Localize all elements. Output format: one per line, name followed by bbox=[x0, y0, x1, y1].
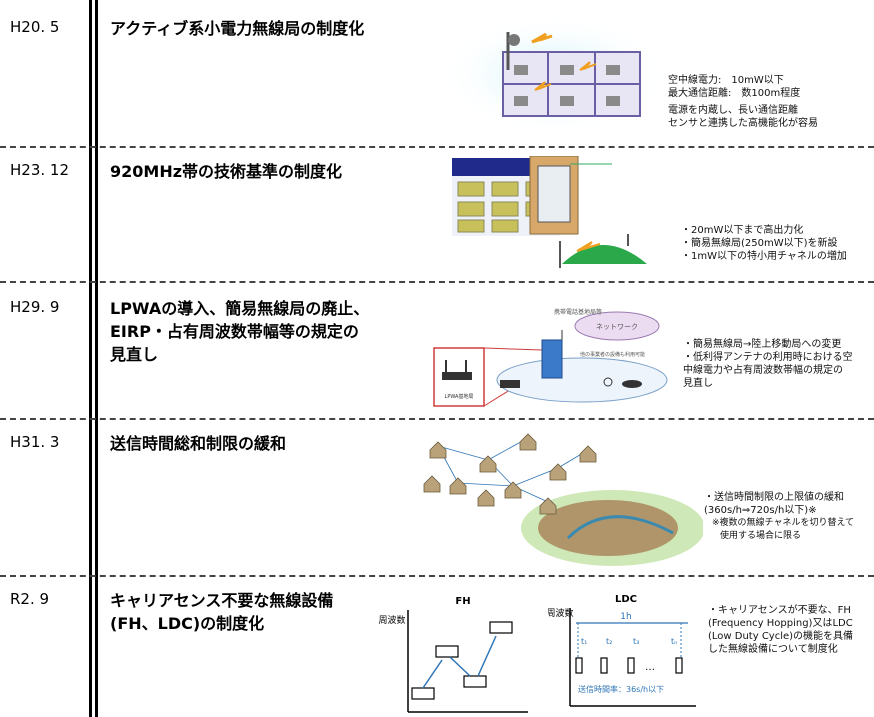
fh-y-label: 周波数 bbox=[378, 614, 405, 626]
row-separator bbox=[0, 418, 874, 420]
ldc-rate-label: 送信時間率：36s/h以下 bbox=[578, 684, 664, 694]
row-title: 920MHz帯の技術基準の制度化 bbox=[110, 162, 343, 181]
row-notes: 空中線電力: 10mW以下 最大通信距離: 数100m程度 電源を内蔵し、長い通… bbox=[668, 75, 818, 129]
lpwa-network-illustration: ネットワーク LPWA基地局 携帯電話基地局等 他の事業者の設備も利用可能 bbox=[433, 308, 668, 407]
ldc-diagram: LDC 周波数 1h t₁ t₂ t₃ tₙ … 送信時間率：36s/h以下 bbox=[548, 594, 696, 707]
svg-text:tₙ: tₙ bbox=[671, 637, 677, 646]
fig-label-mobile-base: 携帯電話基地局等 bbox=[554, 308, 602, 316]
ldc-transmit-block bbox=[675, 657, 683, 674]
920mhz-illustration bbox=[452, 156, 647, 268]
row-title: キャリアセンス不要な無線設備 (FH、LDC)の制度化 bbox=[110, 591, 334, 633]
ldc-transmit-block bbox=[627, 657, 635, 674]
svg-text:t₂: t₂ bbox=[606, 637, 612, 646]
row-separator bbox=[0, 575, 874, 577]
row-date: R2. 9 bbox=[10, 590, 50, 608]
fh-title: FH bbox=[455, 596, 470, 607]
row-date: H29. 9 bbox=[10, 298, 60, 316]
ldc-transmit-block bbox=[600, 657, 608, 674]
row-title: 送信時間総和制限の緩和 bbox=[110, 434, 287, 453]
svg-text:…: … bbox=[645, 662, 655, 673]
svg-text:t₃: t₃ bbox=[633, 637, 639, 646]
active-radio-illustration bbox=[440, 15, 670, 135]
row-notes: ・簡易無線局→陸上移動局への変更 ・低利得アンテナの利用時における空 中線電力や… bbox=[683, 339, 853, 389]
fh-diagram: FH 周波数 bbox=[378, 596, 528, 713]
svg-text:t₁: t₁ bbox=[581, 637, 587, 646]
row-notes: ・20mW以下まで高出力化 ・簡易無線局(250mW以下)を新設 ・1mW以下の… bbox=[681, 225, 847, 262]
ldc-period-label: 1h bbox=[620, 612, 631, 622]
ldc-y-label: 周波数 bbox=[548, 607, 574, 619]
fig-label-network: ネットワーク bbox=[596, 323, 638, 331]
ldc-transmit-block bbox=[575, 657, 583, 674]
row-date: H31. 3 bbox=[10, 433, 60, 451]
fh-hop-block bbox=[489, 621, 513, 634]
fh-hop-block bbox=[435, 645, 459, 658]
fh-hop-block bbox=[463, 675, 487, 688]
row-notes: ・キャリアセンスが不要な、FH (Frequency Hopping)又はLDC… bbox=[708, 605, 854, 655]
divider-right bbox=[95, 0, 98, 717]
row-date: H23. 12 bbox=[10, 161, 69, 179]
mesh-houses-illustration bbox=[423, 433, 703, 566]
ldc-title: LDC bbox=[615, 594, 637, 605]
divider-left bbox=[89, 0, 92, 717]
row-date: H20. 5 bbox=[10, 18, 60, 36]
fig-label-lpwa-base: LPWA基地局 bbox=[445, 393, 474, 400]
row-title: アクティブ系小電力無線局の制度化 bbox=[110, 19, 365, 38]
row-separator bbox=[0, 281, 874, 283]
row-notes: ・送信時間制限の上限値の緩和 (360s/h⇒720s/h以下)※ ※複数の無線… bbox=[704, 492, 855, 541]
row-separator bbox=[0, 146, 874, 148]
fig-label-shared: 他の事業者の設備も利用可能 bbox=[580, 351, 645, 358]
fh-hop-block bbox=[411, 687, 435, 700]
row-title: LPWAの導入、簡易無線局の廃止、 EIRP・占有周波数帯幅等の規定の 見直し bbox=[110, 299, 370, 364]
